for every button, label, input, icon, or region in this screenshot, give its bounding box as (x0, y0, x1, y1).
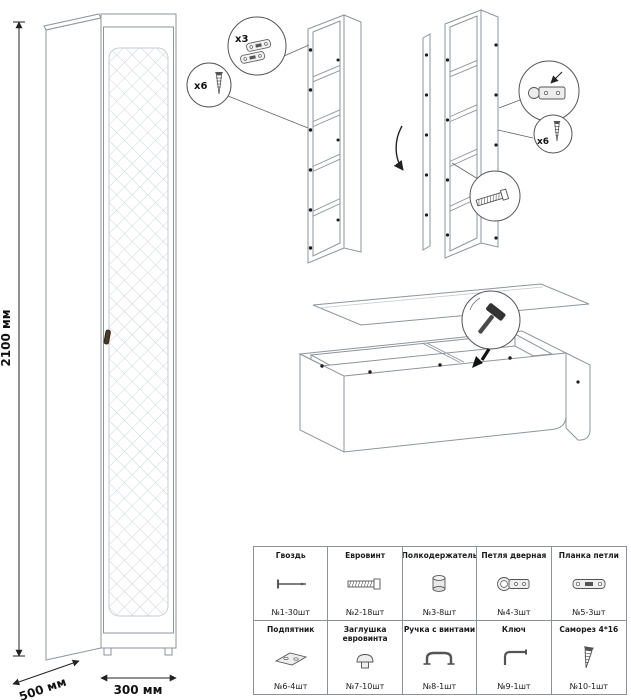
part-name: Заглушка евровинта (342, 624, 388, 643)
hammer-arrow (472, 348, 491, 368)
part-cell-hinge-plate: Планка петли №5-3шт (551, 547, 626, 621)
screw-icon (568, 645, 610, 671)
part-qty: №10-1шт (569, 682, 609, 691)
key-icon (493, 645, 535, 671)
hinge-arm (538, 86, 566, 100)
hinge-plate-icon (568, 571, 610, 597)
part-name: Подпятник (267, 624, 315, 634)
part-cell-key: Ключ №9-1шт (477, 620, 552, 694)
part-qty: №2-18шт (345, 607, 385, 617)
carcass-box (298, 330, 591, 453)
part-name: Ключ (501, 624, 526, 634)
part-qty: №7-10шт (345, 682, 385, 691)
eurovint-large-icon (475, 188, 510, 207)
back-panel-sheet (312, 283, 590, 326)
parts-table: Гвоздь №1-30шт Евровинт (253, 546, 627, 695)
callout-screwsR-leader (497, 129, 534, 139)
foot-icon (270, 645, 312, 671)
wardrobe-foot-right (164, 647, 173, 656)
screw-qty-left-label: x6 (194, 81, 207, 92)
part-qty: №4-3шт (497, 607, 531, 617)
part-cell-cap: Заглушка евровинта №7-10шт (328, 620, 403, 694)
part-cell-eurovint: Евровинт №2-18шт (328, 547, 403, 621)
part-name: Саморез 4*16 (559, 624, 619, 634)
mount-direction-arrow (550, 71, 563, 84)
nail-icon (270, 571, 312, 597)
hinge-plate-small-icon (246, 39, 271, 52)
screw-small-icon-2 (553, 121, 561, 142)
cam-holes-box (320, 356, 580, 384)
part-qty: №9-1шт (497, 682, 531, 691)
cam-holes-a (308, 48, 340, 250)
part-name: Гвоздь (275, 551, 306, 560)
part-qty: №1-30шт (271, 607, 310, 617)
part-qty: №5-3шт (572, 607, 606, 617)
part-name: Полкодержатель (402, 551, 478, 560)
eurovint-icon (344, 571, 386, 597)
part-cell-nail: Гвоздь №1-30шт (254, 547, 329, 621)
wardrobe-side-panel (45, 17, 102, 661)
dimension-depth (12, 659, 80, 686)
part-qty: №8-1шт (422, 682, 457, 691)
hinge-qty-label: x3 (235, 34, 248, 45)
part-name: Планка петли (558, 551, 619, 560)
callout-screws-right: x6 (533, 114, 573, 154)
screw-qty-right-label: x6 (537, 137, 549, 147)
callout-eurovint-leader (451, 162, 479, 180)
wardrobe-drawing (43, 13, 177, 661)
part-cell-handle: Ручка с винтами №8-1шт (403, 620, 478, 694)
callout-screws-left: x6 (186, 62, 232, 108)
hammer-motion-arc (469, 297, 481, 311)
part-qty: №3-8шт (422, 607, 457, 617)
part-name: Ручка с винтами (403, 624, 476, 634)
handle-icon (418, 645, 460, 671)
cap-icon (344, 649, 386, 675)
part-qty: №6-4шт (274, 682, 308, 691)
callout-hammer (461, 290, 521, 350)
callout-eurovint (469, 170, 521, 222)
part-cell-screw: Саморез 4*16 №10-1шт (552, 621, 626, 695)
callout-hinges: x3 (227, 16, 287, 76)
door-hinge-icon (493, 571, 535, 597)
hinge-plate-small-icon-2 (240, 51, 265, 64)
part-cell-door-hinge: Петля дверная №4-3шт (477, 547, 552, 621)
callout-screwsL-leader (227, 95, 309, 129)
wardrobe-foot-left (103, 647, 112, 656)
callout-hinge-leader (283, 44, 310, 57)
part-name: Петля дверная (481, 551, 547, 560)
shelf-holder-icon (418, 571, 460, 597)
shelf-column-a (307, 14, 362, 264)
part-name: Евровинт (345, 551, 386, 560)
wardrobe-door-pattern (108, 47, 169, 617)
divider-panel (422, 33, 431, 251)
callout-mount-leader (498, 99, 521, 109)
screw-small-icon (215, 72, 223, 95)
depth-dimension-label: 500 мм (17, 675, 68, 700)
hinge-cup (528, 87, 540, 99)
width-dimension-label: 300 мм (114, 683, 163, 697)
height-dimension-label: 2100 мм (0, 309, 13, 366)
hammer-icon (478, 303, 506, 334)
part-cell-shelf-holder: Полкодержатель №3-8шт (402, 547, 478, 621)
callout-hinge-mounting (518, 60, 580, 122)
part-cell-foot: Подпятник №6-4шт (254, 620, 329, 694)
door-handle (103, 329, 111, 345)
sheet-edge-line (317, 286, 544, 309)
rotate-arrow (393, 125, 404, 171)
dimension-height (13, 21, 25, 657)
